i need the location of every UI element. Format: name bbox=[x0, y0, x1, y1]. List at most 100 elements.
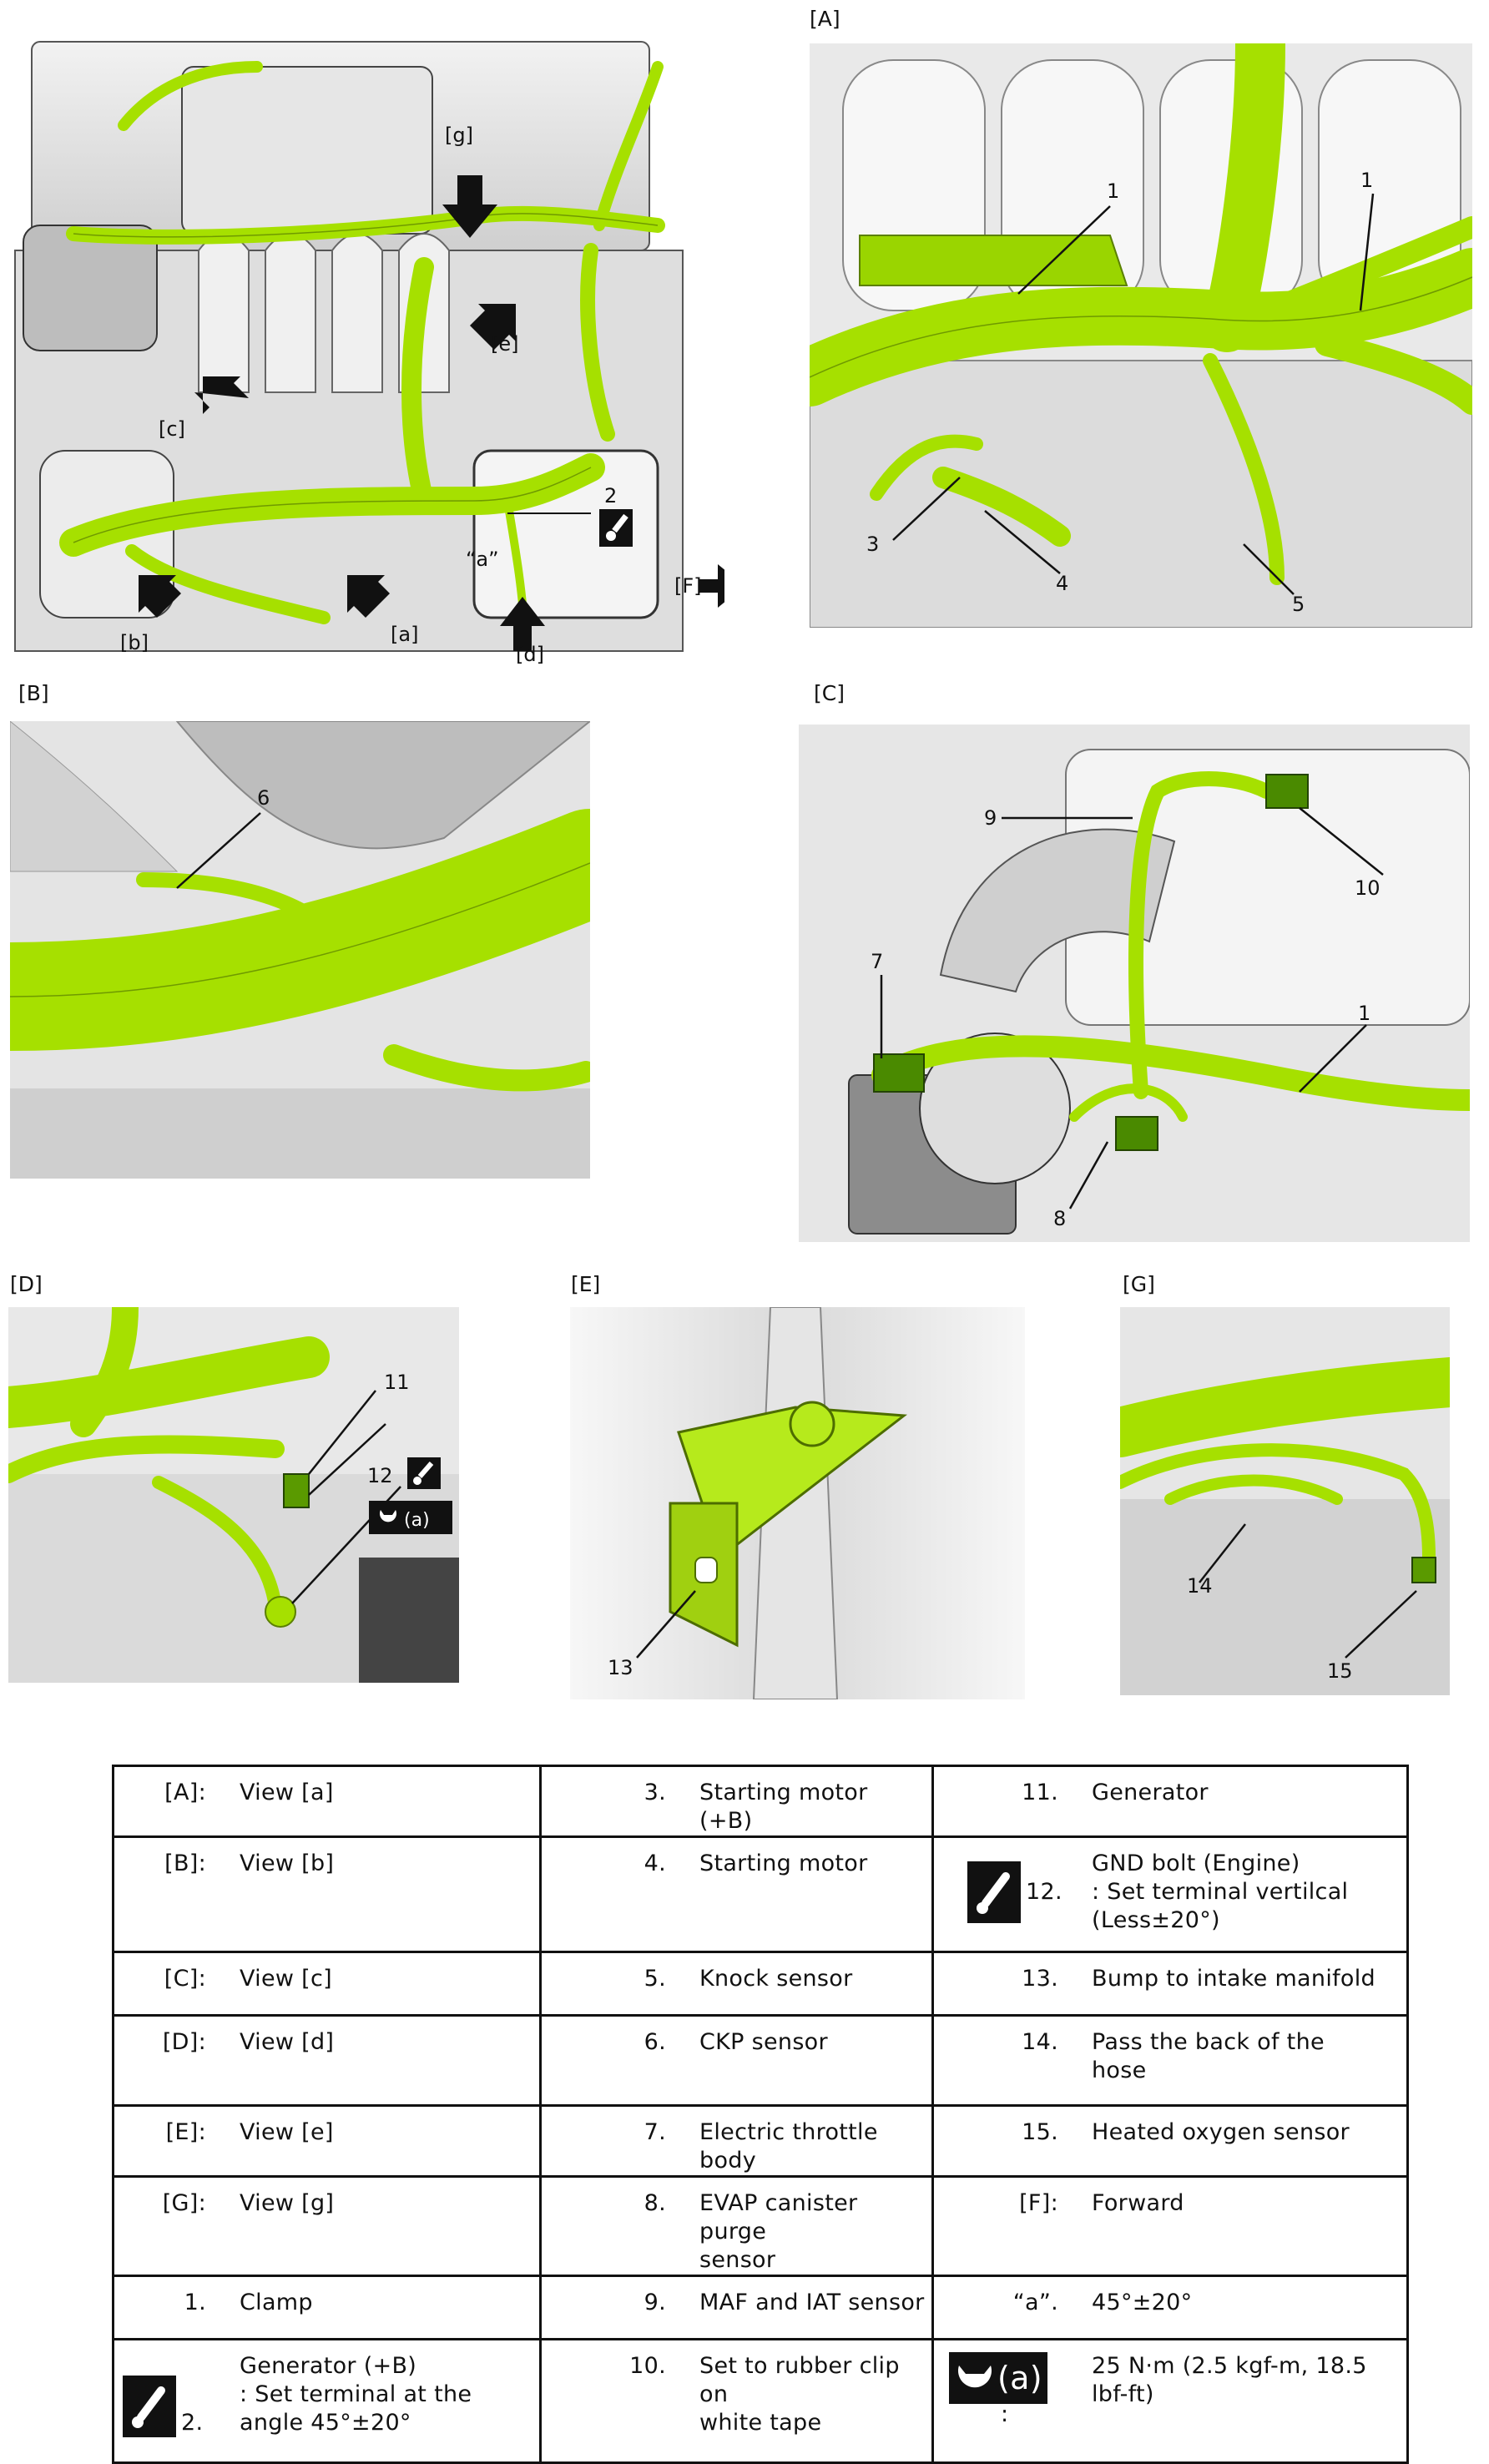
legend-cell: 4. Starting motor bbox=[539, 1835, 934, 1953]
legend-number: 14. bbox=[1022, 2029, 1058, 2055]
view-g-callout-14: 14 bbox=[1187, 1574, 1213, 1598]
legend-number: 7. bbox=[644, 2119, 666, 2145]
legend-text: Clamp bbox=[240, 2290, 313, 2315]
legend-cell: 15. Heated oxygen sensor bbox=[931, 2104, 1409, 2178]
legend-text: GND bolt (Engine): Set terminal vertilca… bbox=[1092, 1851, 1349, 1933]
callout-a-angle: “a” bbox=[466, 548, 499, 571]
legend-number: 11. bbox=[1022, 1780, 1058, 1805]
legend-text: View [e] bbox=[240, 2119, 334, 2145]
legend-number: 4. bbox=[644, 1851, 666, 1876]
legend-number: 12. bbox=[934, 1850, 1072, 1935]
legend-text: CKP sensor bbox=[699, 2029, 828, 2055]
view-a-callout-1a: 1 bbox=[1107, 179, 1119, 203]
legend-number: 1. bbox=[184, 2290, 206, 2315]
view-d-torque-mark: (a) bbox=[404, 1510, 430, 1531]
view-d-panel: 11 12 (a) bbox=[8, 1307, 459, 1683]
legend-number: 13. bbox=[1022, 1966, 1058, 1992]
legend-number: [G]: bbox=[162, 2190, 206, 2216]
callout-e: [e] bbox=[491, 332, 519, 356]
legend-text: MAF and IAT sensor bbox=[699, 2290, 925, 2315]
view-b-panel: 6 bbox=[10, 721, 590, 1179]
view-b-label: [B] bbox=[18, 681, 49, 705]
legend-text: View [d] bbox=[240, 2029, 335, 2055]
legend-text: Bump to intake manifold bbox=[1092, 1966, 1375, 1992]
legend-text: Starting motor bbox=[699, 1851, 868, 1876]
legend-number: (a): bbox=[934, 2352, 1072, 2426]
view-a-label: [A] bbox=[810, 7, 840, 31]
view-c-callout-8: 8 bbox=[1053, 1207, 1066, 1230]
legend-cell: [C]:View [c] bbox=[112, 1951, 542, 2017]
legend-cell: 7. Electric throttle body bbox=[539, 2104, 934, 2178]
legend-number: “a”. bbox=[1012, 2290, 1058, 2315]
callout-forward: [F] bbox=[674, 574, 702, 598]
legend-cell: 13. Bump to intake manifold bbox=[931, 1951, 1409, 2017]
legend-text: 45°±20° bbox=[1092, 2290, 1193, 2315]
view-c-panel: 9 10 7 1 8 bbox=[799, 725, 1470, 1242]
view-g-panel: 14 15 bbox=[1120, 1307, 1450, 1695]
legend-row: 1. Clamp 9. MAF and IAT sensor “a”. 45°±20° bbox=[112, 2275, 1409, 2340]
view-g-callout-15: 15 bbox=[1327, 1659, 1353, 1683]
torque-wrench-icon: (a) bbox=[949, 2352, 1047, 2404]
legend-number: 15. bbox=[1022, 2119, 1058, 2145]
legend-text: Heated oxygen sensor bbox=[1092, 2119, 1350, 2145]
legend-number: [F]: bbox=[1019, 2190, 1058, 2216]
view-c-callout-7: 7 bbox=[871, 950, 883, 973]
legend-cell: 5. Knock sensor bbox=[539, 1951, 934, 2017]
main-engine-view: [g] [e] [c] [b] [a] [d] “a” 2 [F] bbox=[7, 33, 724, 668]
legend-number: 5. bbox=[644, 1966, 666, 1992]
callout-g: [g] bbox=[445, 124, 473, 147]
view-c-callout-10: 10 bbox=[1355, 876, 1380, 900]
legend-cell: 9. MAF and IAT sensor bbox=[539, 2275, 934, 2340]
view-d-terminal-set-icon bbox=[407, 1457, 441, 1489]
legend-number: [A]: bbox=[164, 1780, 206, 1805]
view-c-label: [C] bbox=[814, 681, 845, 705]
view-d-torque-wrench-icon: (a) bbox=[369, 1501, 452, 1534]
view-a-panel: 1 1 3 4 5 bbox=[810, 43, 1472, 628]
legend-number: 9. bbox=[644, 2290, 666, 2315]
legend-cell: 11. Generator bbox=[931, 1765, 1409, 1838]
legend-text: View [a] bbox=[240, 1780, 334, 1805]
callout-b: [b] bbox=[120, 631, 149, 654]
legend-cell: 12.GND bolt (Engine): Set terminal verti… bbox=[931, 1835, 1409, 1953]
legend-number: 8. bbox=[644, 2190, 666, 2216]
legend-text: Generator bbox=[1092, 1780, 1209, 1805]
callout-a: [a] bbox=[391, 623, 418, 646]
legend-body: [A]: View [a] 3.Starting motor (+B) 11. Gene… bbox=[112, 1765, 1409, 2464]
view-d-callout-11: 11 bbox=[384, 1371, 410, 1394]
view-c-callout-9: 9 bbox=[984, 806, 997, 830]
view-a-callout-1b: 1 bbox=[1360, 169, 1373, 192]
view-e-callout-13: 13 bbox=[608, 1656, 633, 1679]
legend-text: Knock sensor bbox=[699, 1966, 853, 1992]
legend-text: View [b] bbox=[240, 1851, 335, 1876]
legend-number: 6. bbox=[644, 2029, 666, 2055]
callout-d: [d] bbox=[516, 643, 544, 666]
callout-c: [c] bbox=[159, 417, 185, 441]
legend-cell: 1. Clamp bbox=[112, 2275, 542, 2340]
legend-cell: [F]: Forward bbox=[931, 2175, 1409, 2277]
legend-number: [B]: bbox=[164, 1851, 206, 1876]
legend-cell: 6. CKP sensor bbox=[539, 2014, 934, 2107]
view-e-panel: 13 bbox=[570, 1307, 1025, 1699]
legend-number: 10. bbox=[629, 2353, 666, 2379]
legend-text: Forward bbox=[1092, 2190, 1184, 2216]
legend-text: Electric throttle body bbox=[699, 2119, 878, 2174]
legend-cell: 3.Starting motor (+B) bbox=[539, 1765, 934, 1838]
terminal-set-icon bbox=[123, 2376, 176, 2437]
legend-row: [A]: View [a] 3.Starting motor (+B) 11. Gene… bbox=[112, 1765, 1409, 1838]
view-a-callout-4: 4 bbox=[1056, 572, 1068, 595]
callout-2: 2 bbox=[604, 484, 617, 507]
view-b-callout-6: 6 bbox=[257, 786, 270, 810]
